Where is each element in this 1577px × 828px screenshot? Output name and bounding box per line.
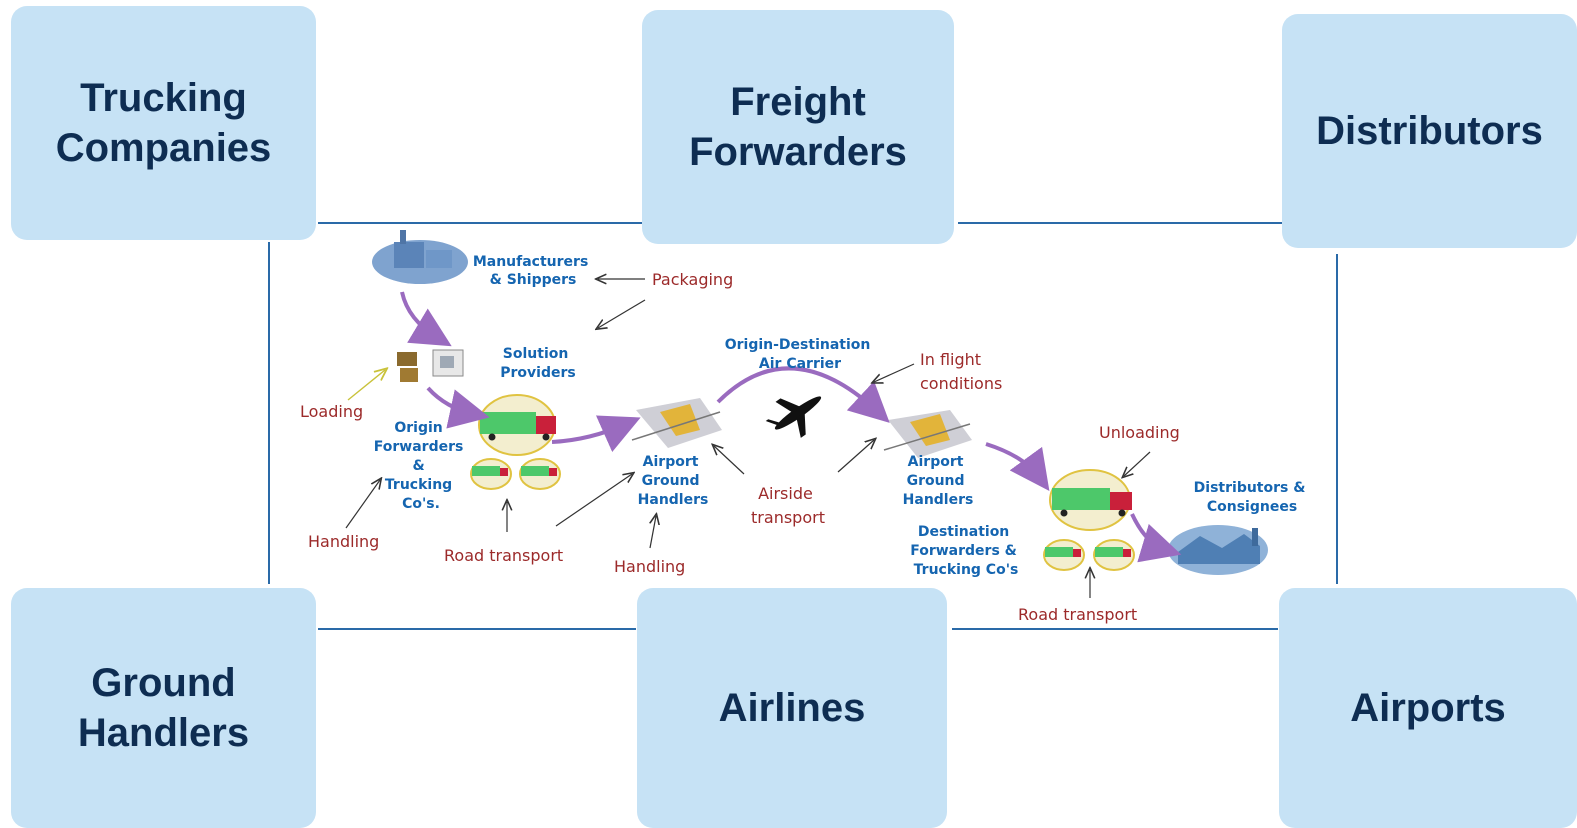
airport-icon-destination: [883, 410, 972, 458]
connector-top-right: [958, 222, 1282, 224]
airport-icon-origin: [631, 398, 722, 448]
box-trucking-companies-label: Trucking Companies: [55, 76, 272, 170]
connector-bottom-right: [952, 628, 1278, 630]
truck-icon-destination: [1049, 469, 1132, 531]
label-handling-mid: Handling: [614, 557, 685, 576]
label-airport-ground-handlers-origin: Airport Ground Handlers: [638, 454, 709, 508]
flow-arrow-1: [400, 291, 452, 347]
box-airlines-label: Airlines: [718, 686, 866, 730]
box-ground-handlers-label: Ground Handlers: [77, 661, 250, 755]
truck-icon-origin-small-1: [470, 458, 512, 490]
label-manufacturers: Manufacturers & Shippers: [473, 254, 593, 288]
connector-bottom-left: [318, 628, 636, 630]
flow-arrow-2: [426, 386, 490, 429]
pointer-handling-left: [345, 480, 380, 529]
flow-arrow-4: [985, 442, 1050, 491]
label-unloading: Unloading: [1099, 423, 1180, 442]
pointer-packaging-2: [598, 299, 646, 328]
label-inflight-conditions: In flight conditions: [920, 350, 1002, 393]
pointer-unloading: [1124, 451, 1151, 476]
flow-arrow-3: [551, 415, 641, 453]
truck-icon-destination-small-2: [1093, 539, 1135, 571]
box-distributors: Distributors: [1282, 14, 1577, 248]
label-road-transport-left: Road transport: [444, 546, 563, 565]
package-icon: [397, 349, 464, 382]
label-origin-forwarders: Origin Forwarders & Trucking Co's.: [374, 420, 468, 512]
label-origin-destination-carrier: Origin-Destination Air Carrier: [725, 337, 876, 372]
connector-left: [268, 242, 270, 584]
box-airports-label: Airports: [1350, 686, 1506, 730]
label-airside-transport: Airside transport: [751, 484, 825, 527]
truck-icon-origin: [478, 394, 556, 456]
pointer-inflight: [874, 363, 915, 382]
label-destination-forwarders: Destination Forwarders & Trucking Co's: [910, 524, 1022, 578]
label-distributors-consignees: Distributors & Consignees: [1194, 480, 1311, 515]
pointer-airside-1: [714, 446, 745, 475]
truck-icon-destination-small-1: [1043, 539, 1085, 571]
label-packaging: Packaging: [652, 270, 733, 289]
connector-top-left: [318, 222, 642, 224]
box-distributors-label: Distributors: [1316, 109, 1543, 153]
box-trucking-companies: Trucking Companies: [11, 6, 316, 240]
box-airlines: Airlines: [637, 588, 947, 828]
label-airport-ground-handlers-destination: Airport Ground Handlers: [903, 454, 974, 508]
label-handling-left: Handling: [308, 532, 379, 551]
box-airports: Airports: [1279, 588, 1577, 828]
warehouse-icon: [1168, 525, 1268, 575]
pointer-airside-2: [837, 440, 874, 473]
box-freight-forwarders-label: Freight Forwarders: [689, 80, 907, 174]
label-solution-providers: Solution Providers: [500, 346, 575, 381]
label-loading: Loading: [300, 402, 363, 421]
box-ground-handlers: Ground Handlers: [11, 588, 316, 828]
airplane-icon: [765, 396, 822, 438]
flow-arrow-air: [716, 366, 890, 423]
pointer-loading: [347, 370, 385, 401]
box-freight-forwarders: Freight Forwarders: [642, 10, 954, 244]
pointer-road-left-2: [555, 474, 632, 527]
label-road-transport-right: Road transport: [1018, 605, 1137, 624]
pointer-handling-mid: [650, 516, 656, 549]
factory-icon: [372, 230, 468, 284]
connector-right: [1336, 254, 1338, 584]
flow-arrow-5: [1130, 513, 1182, 563]
truck-icon-origin-small-2: [519, 458, 561, 490]
